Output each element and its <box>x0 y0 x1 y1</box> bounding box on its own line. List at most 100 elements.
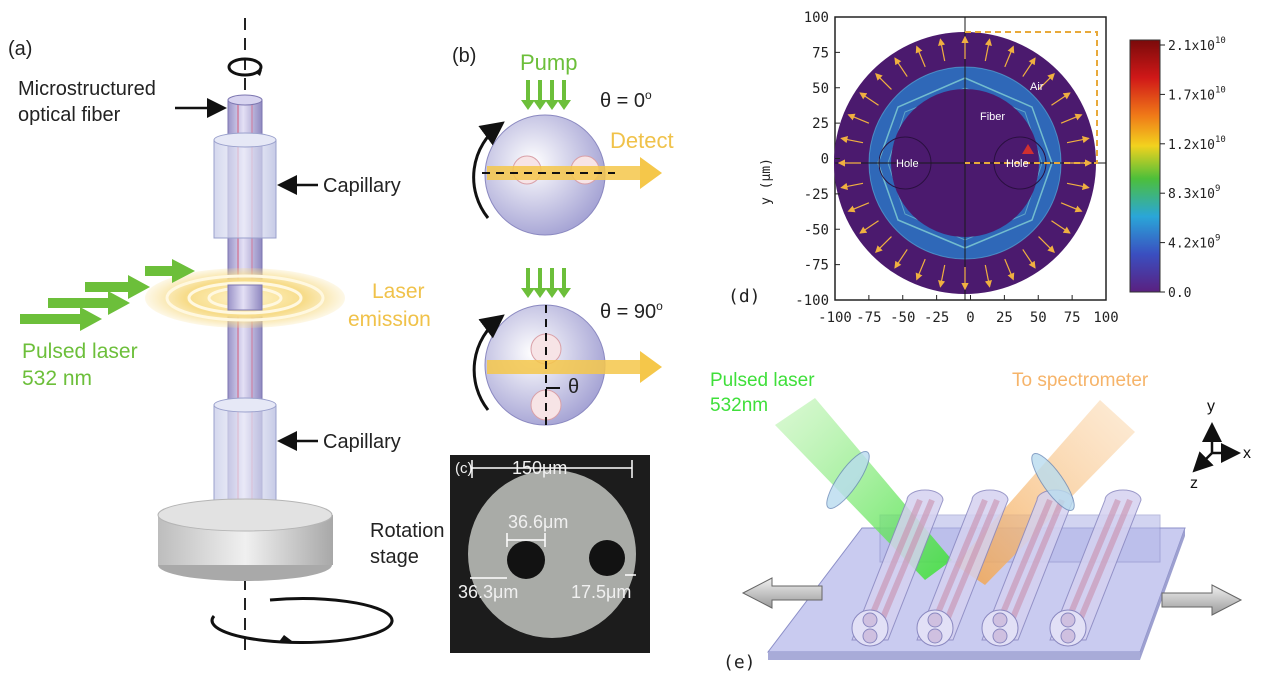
air-label: Air <box>1030 81 1044 93</box>
pump-arrows-bottom <box>521 268 571 298</box>
translation-arrow-left-icon <box>741 577 823 609</box>
fiber-label-line1: Microstructured <box>18 78 156 100</box>
panel-a: (a) Mi <box>8 18 445 655</box>
rotation-stage-line1: Rotation <box>370 520 445 542</box>
y-tick-label: -25 <box>804 187 829 203</box>
capillary-bottom-label: Capillary <box>323 431 401 453</box>
radial-arrows <box>837 35 1093 291</box>
pulsed-laser-e-line1: Pulsed laser <box>710 370 815 391</box>
radiation-arrow <box>840 182 864 190</box>
x-tick-label: -50 <box>890 310 915 326</box>
rotation-arrow-icon <box>472 121 505 219</box>
fiber-sample <box>851 489 944 647</box>
y-tick-label: 0 <box>821 152 829 168</box>
hole-offset-label: 36.3μm <box>458 582 518 602</box>
hole-right-label: Hole <box>1006 158 1029 170</box>
y-tick-label: 75 <box>812 45 829 61</box>
radiation-arrow <box>1060 113 1083 124</box>
radiation-arrow <box>875 236 892 253</box>
pump-laser-arrows <box>20 259 195 331</box>
x-tick-label: -75 <box>856 310 881 326</box>
x-tick-label: 100 <box>1093 310 1118 326</box>
radiation-arrow <box>1066 182 1090 190</box>
panel-d-label: (d) <box>728 286 761 307</box>
radiation-arrow <box>840 136 864 144</box>
x-tick-label: -100 <box>818 310 852 326</box>
x-tick-label: -25 <box>924 310 949 326</box>
pump-arrows-top <box>521 80 571 110</box>
theta-ninety-label: θ = 90o <box>600 299 663 323</box>
radiation-arrow <box>984 264 992 288</box>
fiber-label-line2: optical fiber <box>18 104 121 126</box>
colorbar-tick-label: 1.2x1010 <box>1168 135 1226 153</box>
to-spectrometer-label: To spectrometer <box>1012 370 1149 391</box>
x-tick-label: 75 <box>1064 310 1081 326</box>
capillary-bottom <box>213 404 277 501</box>
panel-c: (c) 150μm 36.6μm 36.3μm 17.5μm <box>450 455 650 653</box>
theta-zero-label: θ = 0o <box>600 88 652 112</box>
radiation-arrow <box>1038 73 1055 90</box>
pump-label: Pump <box>520 50 577 75</box>
y-tick-label: 25 <box>812 116 829 132</box>
radiation-arrow <box>875 73 892 90</box>
diameter-label: 150μm <box>512 458 567 478</box>
focusing-lens <box>826 451 870 509</box>
dashed-box <box>965 31 1098 164</box>
panel-b: (b) Pump θ = 0o Detect θ = 90o <box>452 45 674 430</box>
rotation-stage <box>157 498 333 581</box>
radiation-arrow <box>984 38 992 62</box>
radiation-arrow <box>894 249 908 269</box>
colorbar-tick-label: 2.1x1010 <box>1168 36 1226 54</box>
fiber-sample <box>1049 489 1142 647</box>
fiber-micrograph <box>468 470 636 638</box>
radiation-arrow <box>847 113 870 124</box>
fiber-sample <box>981 489 1074 647</box>
rotation-stage-line2: stage <box>370 546 419 568</box>
bottom-rotation-arrow-icon <box>210 597 394 645</box>
panel-c-label: (c) <box>455 460 473 477</box>
radiation-arrow <box>1051 220 1071 234</box>
radiation-arrow <box>938 38 946 62</box>
x-tick-label: 50 <box>1030 310 1047 326</box>
y-tick-label: -50 <box>804 222 829 238</box>
radiation-arrow <box>1051 92 1071 106</box>
y-axis-label: y (μm) <box>759 158 774 205</box>
pulsed-laser-e-line2: 532nm <box>710 395 768 416</box>
collection-lens <box>1031 453 1075 511</box>
colorbar-tick-label: 4.2x109 <box>1168 234 1220 252</box>
capillary-top <box>213 139 277 239</box>
radiation-arrow <box>915 45 926 68</box>
radiation-arrow <box>847 202 870 213</box>
radiation-arrow <box>938 264 946 288</box>
panel-b-label: (b) <box>452 45 476 67</box>
colorbar-tick-label: 0.0 <box>1168 286 1191 301</box>
x-axis-ticks: -100-75 -50 -25 0 25 50 75 100 <box>818 295 1119 326</box>
radiation-arrow <box>1060 202 1083 213</box>
rotation-arrow-icon-2 <box>472 314 505 411</box>
colorbar <box>1129 39 1161 293</box>
laser-emission-line1: Laser <box>372 280 425 303</box>
colorbar-ticks: 2.1x10101.7x10101.2x10108.3x1094.2x1090.… <box>1160 36 1226 301</box>
colorbar-tick-label: 8.3x109 <box>1168 184 1220 202</box>
axes-triad <box>1192 422 1241 473</box>
fiber-array <box>851 489 1142 647</box>
top-rotation-arrow-icon <box>227 57 263 77</box>
translation-arrow-right-icon <box>1161 584 1243 616</box>
y-tick-label: -100 <box>795 293 829 309</box>
detect-label: Detect <box>610 128 674 153</box>
radiation-arrow <box>894 57 908 77</box>
fiber-sample <box>916 489 1009 647</box>
radiation-arrow <box>1022 249 1036 269</box>
hole-diameter-label: 36.6μm <box>508 512 568 532</box>
radiation-arrow <box>1022 57 1036 77</box>
radiation-arrow <box>1004 258 1015 281</box>
x-tick-label: 25 <box>996 310 1013 326</box>
x-tick-label: 0 <box>966 310 974 326</box>
radiation-arrow <box>1038 236 1055 253</box>
y-tick-label: 100 <box>804 10 829 26</box>
panel-e-label: (e) <box>723 652 756 673</box>
theta-symbol: θ <box>568 376 579 398</box>
capillary-top-label: Capillary <box>323 175 401 197</box>
